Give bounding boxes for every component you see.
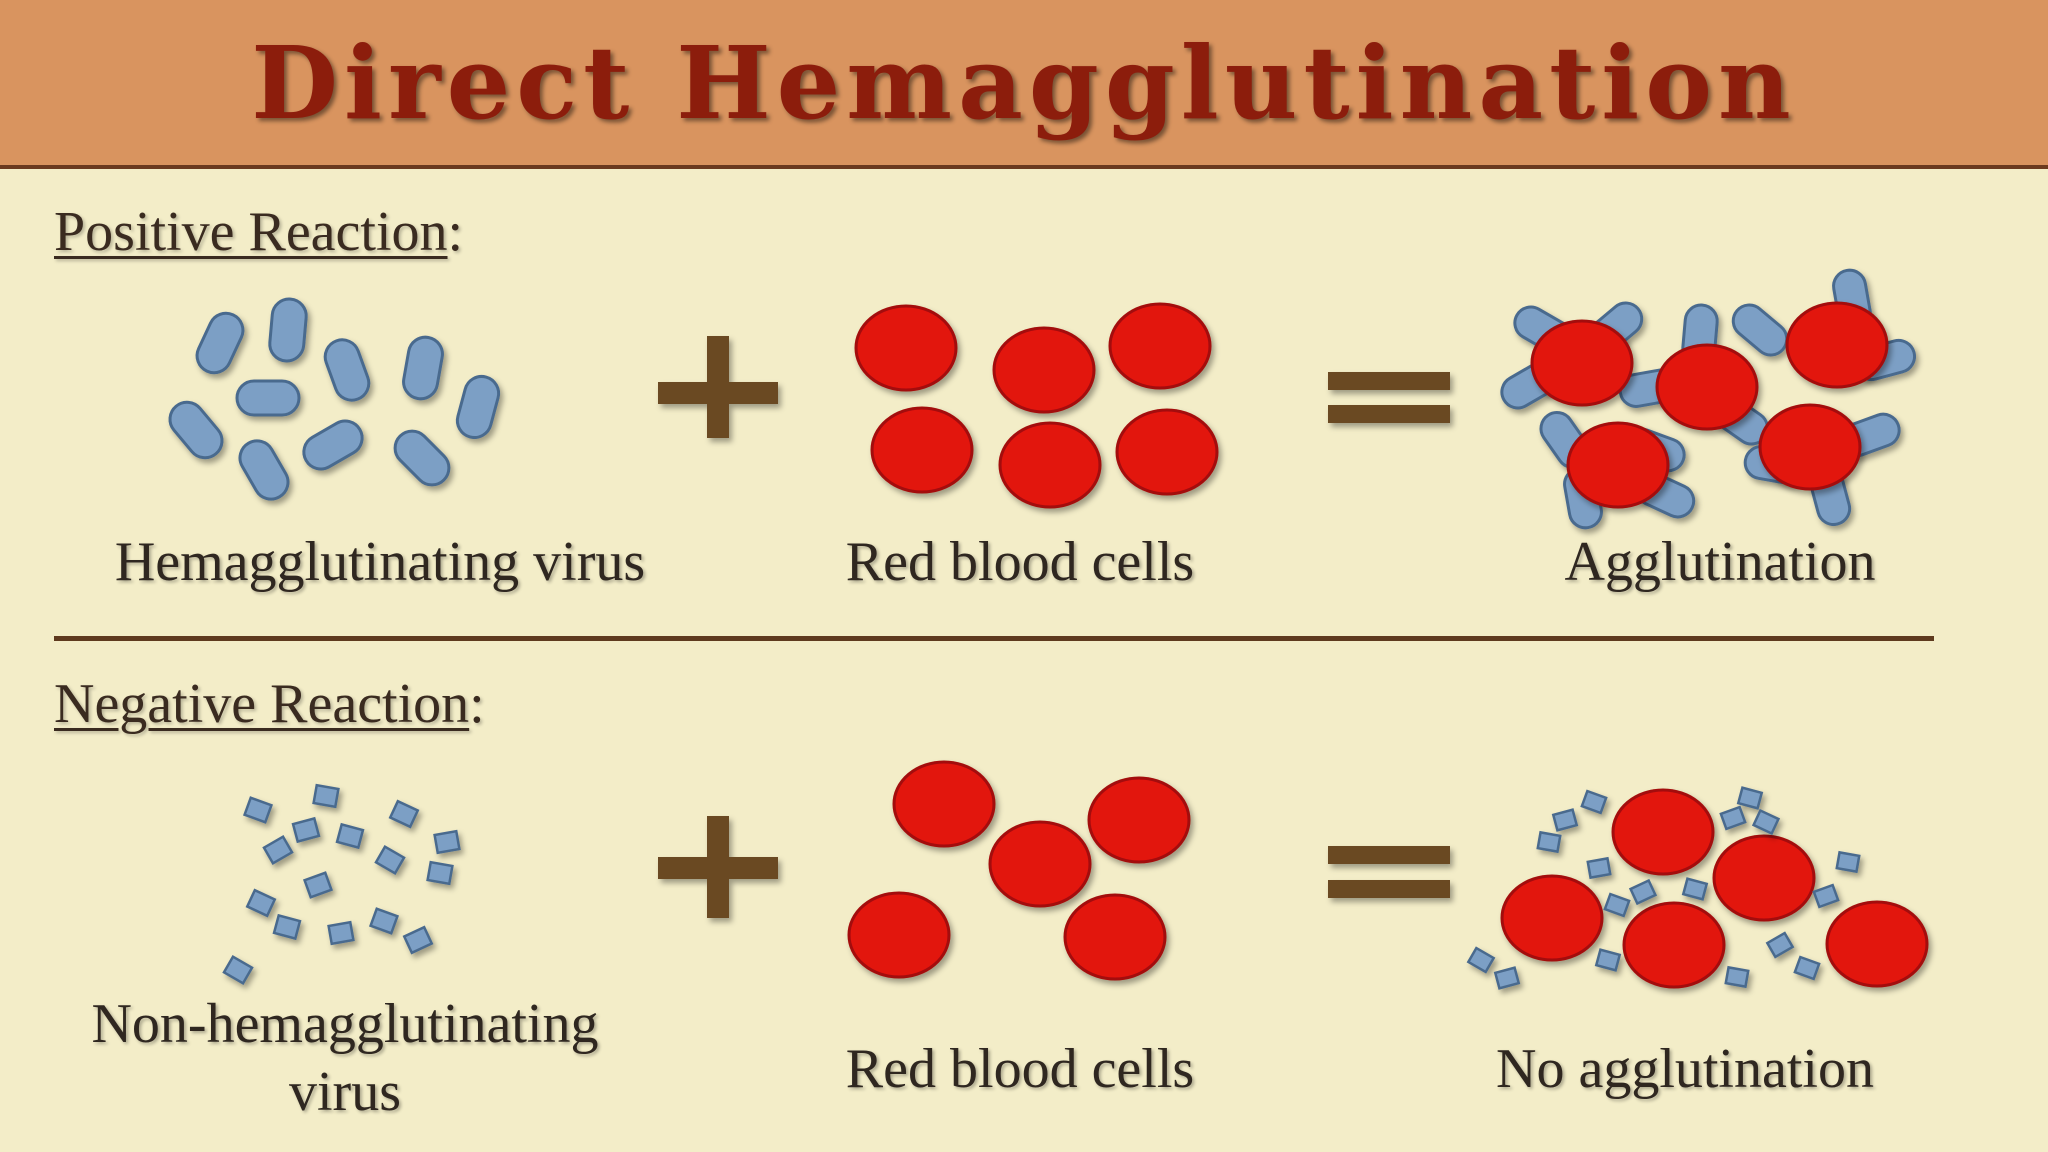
red-blood-cell: [1108, 302, 1212, 390]
virus-particle: [1586, 856, 1612, 880]
virus-particle: [1580, 789, 1608, 815]
virus-particle: [1628, 878, 1658, 906]
virus-particle: [1793, 955, 1821, 981]
virus-particle: [433, 829, 461, 855]
red-blood-cell: [992, 326, 1096, 414]
virus-particle: [1765, 931, 1795, 959]
equals-operator-positive: [1328, 372, 1450, 423]
virus-particle: [272, 913, 302, 941]
agglutination-lattice: [1500, 268, 1917, 530]
virus-particle: [1731, 303, 1789, 357]
virus-particle: [1551, 808, 1579, 832]
red-blood-cell: [1825, 900, 1929, 988]
no-agglutination-mix: [1466, 786, 1929, 990]
red-blood-cell: [892, 760, 996, 848]
red-blood-cell: [854, 304, 958, 392]
negative-reaction-heading: Negative Reaction:: [54, 673, 485, 735]
header-banner: Direct Hemagglutination: [0, 0, 2048, 169]
red-blood-cell: [1566, 421, 1670, 509]
virus-particle: [455, 374, 501, 440]
hemagglutinating-virus-label: Hemagglutinating virus: [114, 531, 646, 593]
red-blood-cells-negative: [847, 760, 1191, 981]
red-blood-cell: [1063, 893, 1167, 981]
plus-operator-positive: [658, 336, 778, 438]
virus-particle: [402, 335, 444, 401]
virus-particle: [222, 954, 254, 986]
page-title: Direct Hemagglutination: [251, 23, 1797, 142]
virus-particle: [1493, 966, 1521, 990]
virus-particle: [168, 400, 224, 460]
negative-heading-text: Negative Reaction: [54, 673, 470, 735]
red-blood-cell: [988, 820, 1092, 908]
virus-particle: [1719, 805, 1747, 831]
virus-particle: [302, 871, 334, 899]
red-blood-cell: [1115, 408, 1219, 496]
red-blood-cells-label-negative: Red blood cells: [845, 1038, 1195, 1100]
virus-particle: [1594, 948, 1622, 972]
red-blood-cell: [1712, 834, 1816, 922]
red-blood-cell: [870, 406, 974, 494]
virus-particle: [235, 379, 301, 417]
virus-particle: [245, 888, 277, 918]
virus-particle: [242, 796, 274, 824]
red-blood-cell: [1611, 788, 1715, 876]
virus-particle: [268, 297, 308, 363]
virus-particle: [374, 844, 406, 876]
red-blood-cell: [1622, 901, 1726, 989]
virus-particle: [302, 419, 364, 471]
positive-heading-text: Positive Reaction: [54, 201, 448, 263]
red-blood-cell: [1500, 874, 1604, 962]
red-blood-cell: [1087, 776, 1191, 864]
virus-particle: [393, 429, 451, 487]
virus-particle: [323, 338, 371, 402]
virus-particle: [1736, 786, 1764, 810]
virus-particle: [1724, 965, 1750, 989]
red-blood-cell: [847, 891, 951, 979]
virus-particle: [1681, 877, 1709, 901]
virus-particle: [327, 920, 355, 946]
virus-particle: [1751, 808, 1781, 836]
red-blood-cells-label-positive: Red blood cells: [845, 531, 1195, 593]
virus-particle: [1812, 883, 1840, 909]
hemagglutinating-virus-cluster: [168, 297, 501, 501]
virus-particle: [262, 834, 294, 866]
virus-particle: [335, 822, 365, 850]
virus-particle: [195, 311, 245, 375]
red-blood-cell: [998, 421, 1102, 509]
virus-particle: [238, 439, 290, 501]
virus-particle: [1835, 850, 1861, 874]
virus-particle: [402, 925, 434, 955]
virus-particle: [1536, 830, 1562, 854]
red-blood-cells-positive: [854, 302, 1219, 509]
virus-particle: [368, 907, 400, 935]
non-hemagglutinating-virus-label: Non-hemagglutinating virus: [91, 993, 599, 1124]
red-blood-cell: [1785, 301, 1889, 389]
virus-particle: [426, 860, 454, 886]
virus-particle: [312, 783, 340, 809]
virus-particle: [388, 799, 420, 829]
positive-reaction-heading: Positive Reaction:: [54, 201, 464, 263]
no-agglutination-label: No agglutination: [1496, 1038, 1874, 1100]
red-blood-cell: [1530, 319, 1634, 407]
plus-operator-negative: [658, 816, 778, 918]
red-blood-cell: [1655, 343, 1759, 431]
section-divider: [54, 636, 1934, 641]
equals-operator-negative: [1328, 846, 1450, 898]
red-blood-cell: [1758, 403, 1862, 491]
virus-particle: [1466, 946, 1496, 974]
agglutination-label: Agglutination: [1564, 531, 1876, 593]
virus-particle: [291, 816, 321, 844]
non-hemagglutinating-virus-scatter: [222, 783, 461, 986]
virus-particle: [1603, 892, 1631, 918]
